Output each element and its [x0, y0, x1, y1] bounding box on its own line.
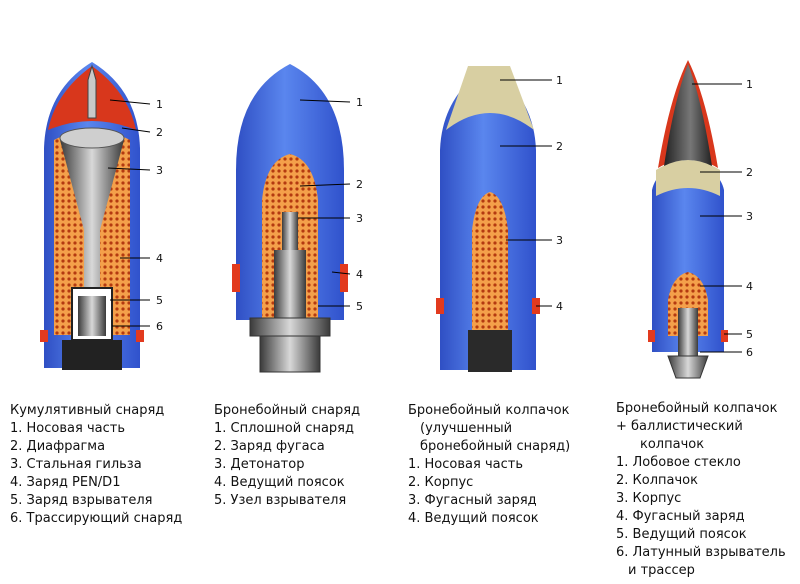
- list-item: 6. Трассирующий снаряд: [10, 511, 183, 526]
- ap-label-2: 2: [356, 178, 363, 191]
- apcbc-label-5: 5: [746, 328, 753, 341]
- cumulative-label-3: 3: [156, 164, 163, 177]
- cumulative-caption: Кумулятивный снаряд 1. Носовая часть 2. …: [10, 402, 182, 528]
- list-item: 4. Фугасный заряд: [616, 509, 745, 524]
- list-item: 1. Лобовое стекло: [616, 455, 741, 470]
- list-item: 2. Корпус: [408, 475, 474, 490]
- apc-subtitle-1: (улучшенный: [420, 421, 513, 436]
- apc-shell: 1 2 3 4: [436, 66, 563, 372]
- apcbc-label-4: 4: [746, 280, 753, 293]
- apc-base: [468, 330, 512, 372]
- apcbc-label-3: 3: [746, 210, 753, 223]
- cumulative-tracer: [78, 296, 106, 336]
- apcbc-label-1: 1: [746, 78, 753, 91]
- list-item: 6. Латунный взрыватель: [616, 545, 786, 560]
- list-item-continuation: и трассер: [628, 563, 695, 578]
- apc-label-2: 2: [556, 140, 563, 153]
- cumulative-label-2: 2: [156, 126, 163, 139]
- apc-label-4: 4: [556, 300, 563, 313]
- ap-label-5: 5: [356, 300, 363, 313]
- cumulative-fuse: [87, 64, 97, 119]
- list-item: 3. Корпус: [616, 491, 682, 506]
- apcbc-shell: 1 2 3 4 5 6: [648, 60, 753, 379]
- apc-subtitle-2: бронебойный снаряд): [420, 439, 571, 454]
- apc-title: Бронебойный колпачок: [408, 403, 570, 418]
- list-item: 5. Заряд взрывателя: [10, 493, 153, 508]
- list-item: 3. Детонатор: [214, 457, 305, 472]
- ap-fuse-assembly: [249, 317, 331, 337]
- ap-label-3: 3: [356, 212, 363, 225]
- ap-shell: 1 2 3 4 5: [232, 64, 363, 373]
- apc-caption: Бронебойный колпачок (улучшенный бронебо…: [408, 402, 570, 528]
- apcbc-label-2: 2: [746, 166, 753, 179]
- list-item: 2. Диафрагма: [10, 439, 106, 454]
- list-item: 3. Фугасный заряд: [408, 493, 537, 508]
- shell-diagrams: 1 2 3 4 5 6 1 2 3 4 5: [40, 60, 753, 379]
- apcbc-fuse: [678, 308, 698, 358]
- ap-title: Бронебойный снаряд: [214, 403, 361, 418]
- cumulative-liner: [60, 140, 124, 290]
- ap-label-4: 4: [356, 268, 363, 281]
- list-item: 5. Ведущий поясок: [616, 527, 747, 542]
- apcbc-subtitle-2: колпачок: [640, 437, 705, 452]
- cumulative-base: [62, 340, 122, 370]
- list-item: 2. Заряд фугаса: [214, 439, 325, 454]
- cumulative-label-4: 4: [156, 252, 163, 265]
- apc-label-3: 3: [556, 234, 563, 247]
- list-item: 4. Ведущий поясок: [214, 475, 345, 490]
- cumulative-label-5: 5: [156, 294, 163, 307]
- apc-cap: [446, 66, 534, 130]
- apcbc-label-6: 6: [746, 346, 753, 359]
- list-item: 1. Сплошной снаряд: [214, 421, 354, 436]
- cumulative-shell: 1 2 3 4 5 6: [40, 62, 163, 370]
- apc-label-1: 1: [556, 74, 563, 87]
- apcbc-caption: Бронебойный колпачок + баллистический ко…: [616, 400, 786, 580]
- cumulative-title: Кумулятивный снаряд: [10, 403, 165, 418]
- cumulative-label-1: 1: [156, 98, 163, 111]
- apcbc-title: Бронебойный колпачок: [616, 401, 778, 416]
- list-item: 4. Заряд PEN/D1: [10, 475, 121, 490]
- list-item: 5. Узел взрывателя: [214, 493, 347, 508]
- ap-caption: Бронебойный снаряд 1. Сплошной снаряд 2.…: [214, 402, 360, 510]
- list-item: 3. Стальная гильза: [10, 457, 142, 472]
- apcbc-cap: [656, 160, 720, 196]
- cumulative-label-6: 6: [156, 320, 163, 333]
- apc-charge: [472, 192, 508, 330]
- list-item: 1. Носовая часть: [408, 457, 523, 472]
- ap-label-1: 1: [356, 96, 363, 109]
- cumulative-diaphragm: [59, 127, 125, 149]
- list-item: 4. Ведущий поясок: [408, 511, 539, 526]
- ap-detonator: [282, 212, 298, 252]
- apcbc-subtitle-1: + баллистический: [616, 419, 743, 434]
- list-item: 2. Колпачок: [616, 473, 698, 488]
- list-item: 1. Носовая часть: [10, 421, 125, 436]
